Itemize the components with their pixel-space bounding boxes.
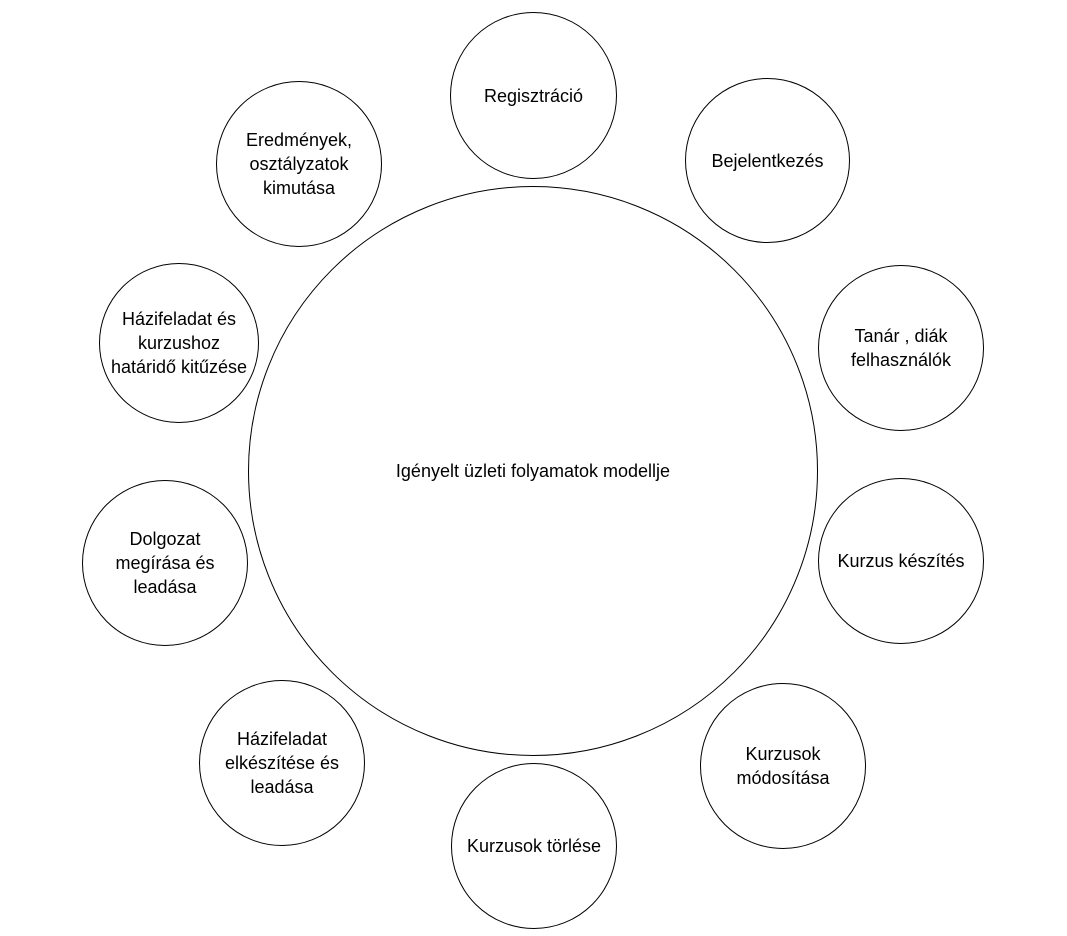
process-node-homework-submit: Házifeladat elkészítése és leadása bbox=[199, 680, 365, 846]
process-node-users: Tanár , diák felhasználók bbox=[818, 265, 984, 431]
node-label: Regisztráció bbox=[483, 85, 584, 106]
node-label: Eredmények, osztályzatok kimutása bbox=[245, 130, 353, 198]
process-node-course-delete: Kurzusok törlése bbox=[451, 763, 617, 929]
node-label: Kurzusok törlése bbox=[466, 836, 602, 856]
center-process-circle: Igényelt üzleti folyamatok modellje bbox=[248, 186, 818, 756]
process-node-course-modify: Kurzusok módosítása bbox=[700, 683, 866, 849]
process-node-exam-submit: Dolgozat megírása és leadása bbox=[82, 480, 248, 646]
node-label: Kurzus készítés bbox=[837, 551, 965, 571]
node-label: Házifeladat és kurzushoz határidő kitűzé… bbox=[110, 309, 248, 377]
process-node-course-create: Kurzus készítés bbox=[818, 478, 984, 644]
process-node-login: Bejelentkezés bbox=[685, 78, 850, 243]
node-label: Tanár , diák felhasználók bbox=[850, 326, 952, 370]
process-node-deadline-set: Házifeladat és kurzushoz határidő kitűzé… bbox=[99, 263, 259, 423]
center-label: Igényelt üzleti folyamatok modellje bbox=[395, 461, 671, 481]
process-node-registration: Regisztráció bbox=[450, 12, 617, 179]
process-node-results: Eredmények, osztályzatok kimutása bbox=[216, 81, 382, 247]
node-label: Házifeladat elkészítése és leadása bbox=[224, 729, 340, 797]
node-label: Bejelentkezés bbox=[711, 150, 824, 171]
node-label: Dolgozat megírása és leadása bbox=[115, 529, 215, 597]
node-label: Kurzusok módosítása bbox=[736, 744, 830, 788]
